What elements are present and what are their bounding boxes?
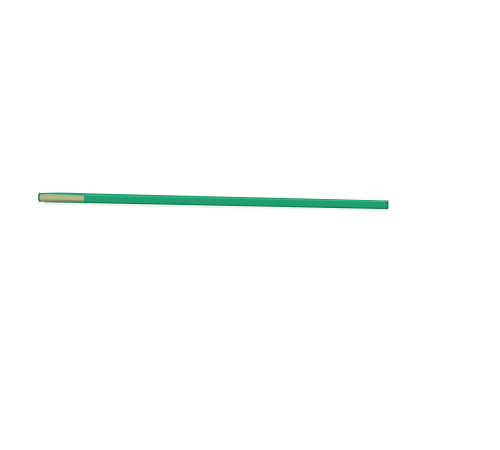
right-end-cap xyxy=(386,200,389,209)
left-hook xyxy=(38,192,41,203)
folded-tip-shadow xyxy=(40,199,84,202)
strip-highlight xyxy=(45,194,387,203)
strip-edge xyxy=(43,201,389,210)
